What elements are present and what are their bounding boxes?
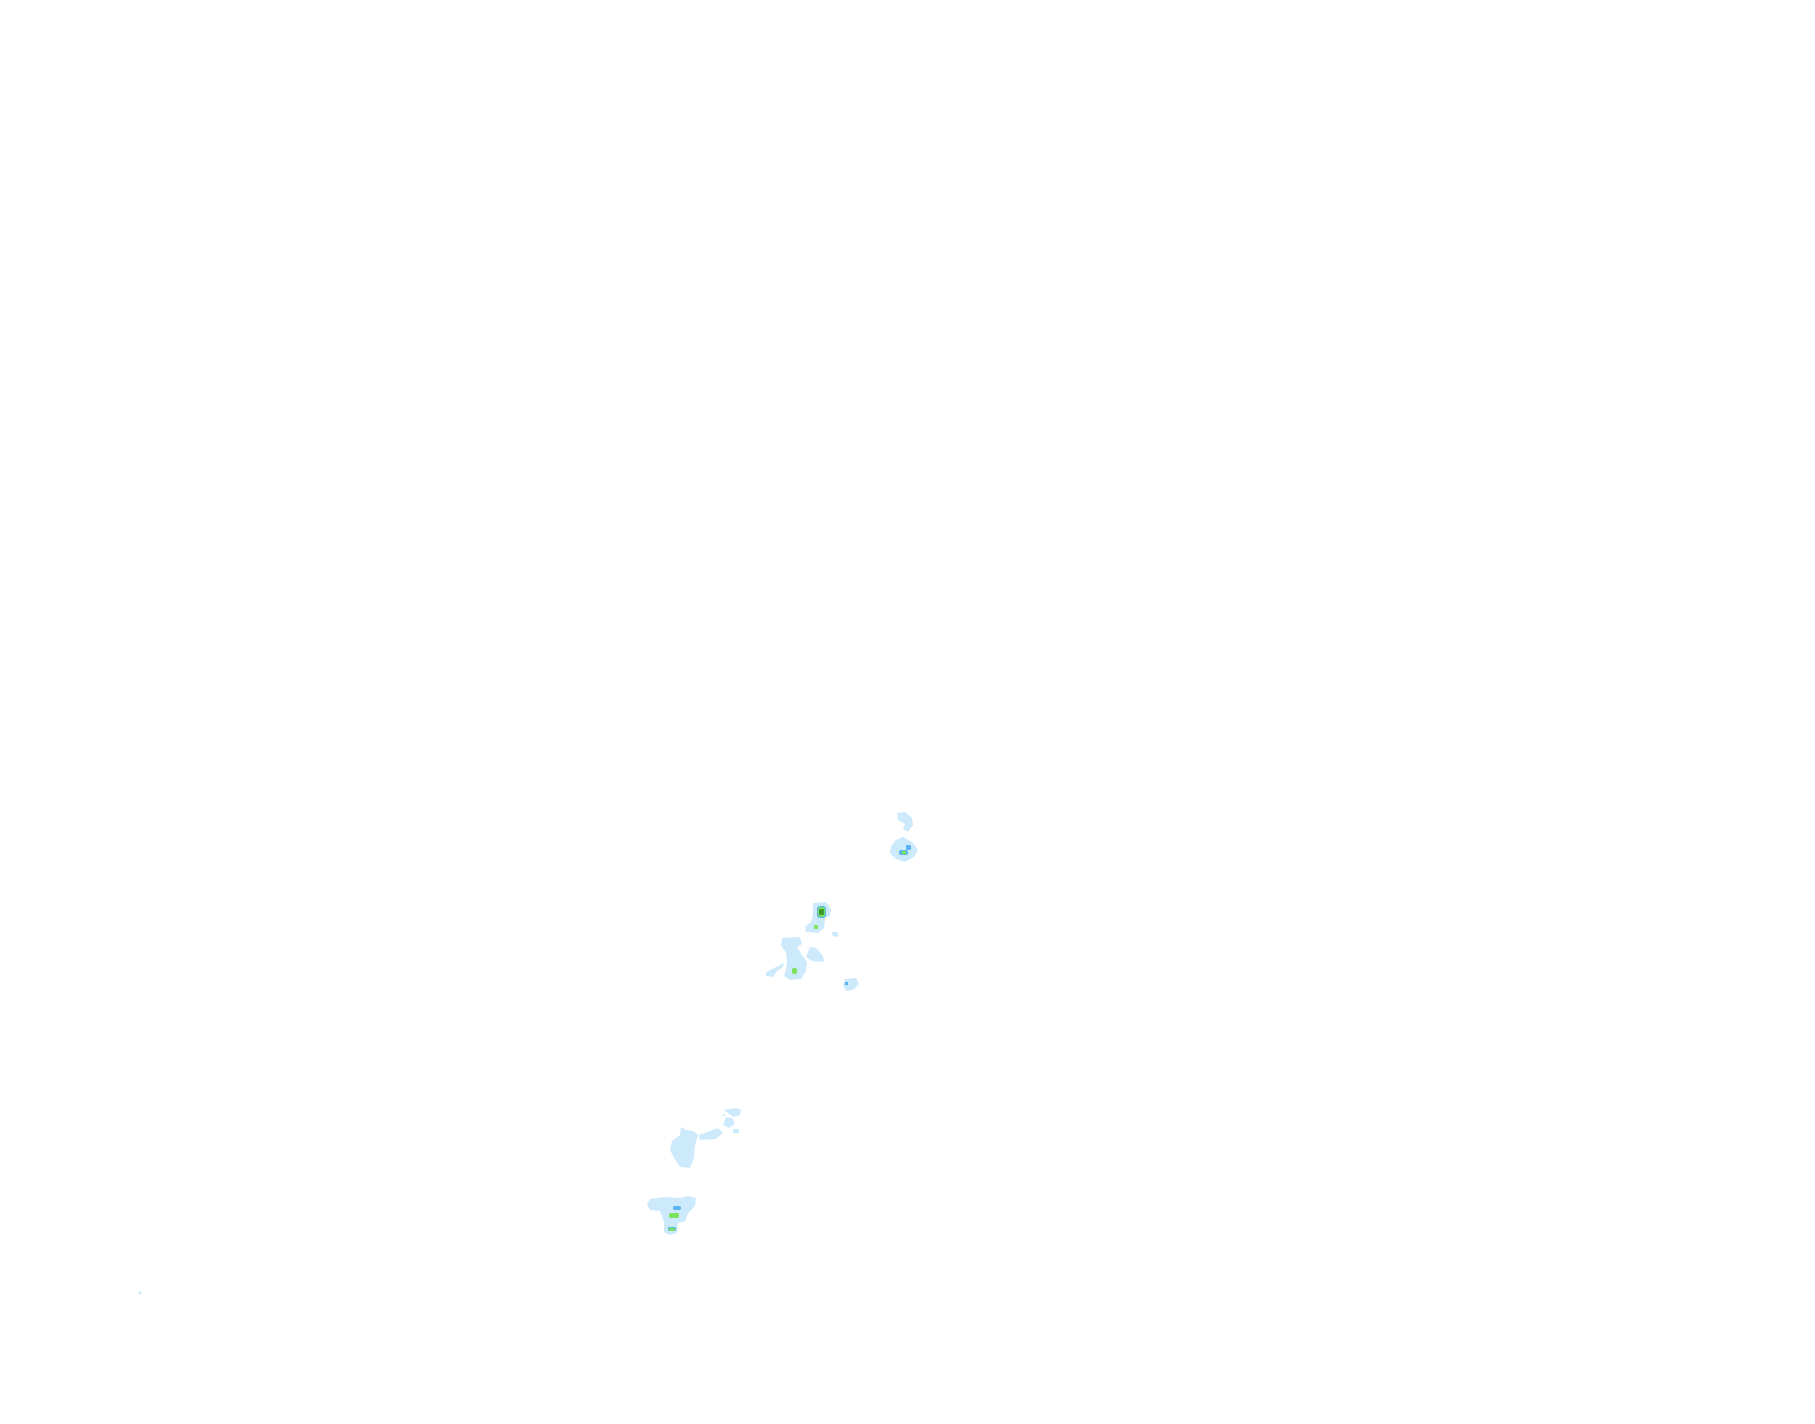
moderate-precipitation-layer [668,845,911,1231]
precip-cell [669,1228,675,1231]
precip-cell [699,1128,723,1140]
light-precipitation-layer [138,812,918,1295]
precip-cell [792,968,797,974]
precip-cell [819,909,824,915]
precip-cell [723,1108,741,1133]
precip-cell [673,1206,681,1210]
precip-cell [843,978,859,991]
precip-cell [832,932,839,937]
heavy-precipitation-layer [669,851,906,1231]
precip-cell [805,902,831,933]
precip-cell [766,963,784,977]
precip-cell [897,812,913,832]
precip-cell [902,851,906,854]
precip-cell [906,845,911,850]
precip-cell [781,937,807,980]
precip-cell [138,1291,142,1295]
very-heavy-precipitation-layer [819,909,824,915]
precip-cell [814,925,818,929]
precip-cell [806,947,824,962]
precip-cell [669,1213,679,1218]
precip-cell [670,1127,698,1168]
precip-cell [890,837,918,862]
precip-cell [845,982,848,985]
